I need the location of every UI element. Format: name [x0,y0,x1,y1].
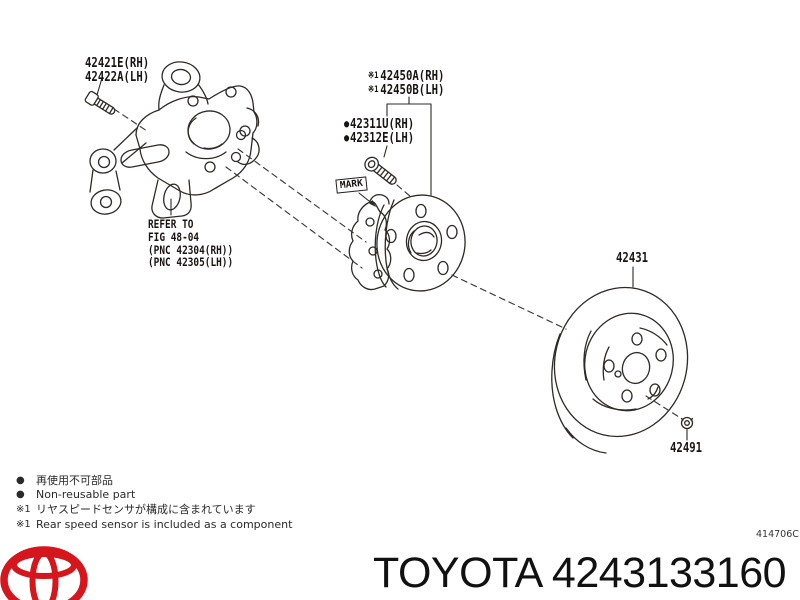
disc-drawing [551,286,689,454]
leader-lines [96,77,688,441]
label-hub-assembly-rh: 42450A(RH) [380,69,445,84]
mark-arrowhead [369,200,376,207]
legend: ● 再使用不可部品 ● Non-reusable part ※1 リヤスピードセ… [16,473,292,531]
knuckle-bolt-drawing [84,90,116,115]
legend-text: Rear speed sensor is included as a compo… [36,517,293,531]
bullet-icon: ● [16,474,25,486]
legend-row-sensor-en: ※1 Rear speed sensor is included as a co… [16,517,292,532]
label-hub-assembly-lh: 42450B(LH) [380,82,445,98]
note-ref-icon: ※1 [16,503,31,515]
refer-note-line4: (PNC 42305(LH)) [148,255,234,270]
part-number: 4243133160 [551,549,787,597]
label-knuckle-bolt-lh: 42422A(LH) [85,69,150,85]
label-disc: 42431 [616,251,649,266]
legend-row-sensor-jp: ※1 リヤスピードセンサが構成に含まれています [16,502,292,517]
refer-note-line1: REFER TO [148,217,194,231]
note-ref-icon: ※1 [16,518,31,530]
legend-row-non-reusable-jp: ● 再使用不可部品 [16,473,292,488]
label-hub-bolt-rh: 42311U(RH) [350,117,415,132]
hub-bolt-drawing [364,156,397,185]
refer-note-line2: FIG 48-04 [148,229,200,244]
label-knuckle-bolt: 42421E(RH) 42422A(LH) [85,57,149,84]
toyota-logo-icon [0,546,88,600]
label-hub-bolt: ●42311U(RH) ●42312E(LH) [344,118,414,145]
legend-text: リヤスピードセンサが構成に含まれています [36,503,256,517]
legend-row-non-reusable-en: ● Non-reusable part [16,488,292,503]
non-reusable-bullet: ● [344,118,350,130]
legend-text: Non-reusable part [36,488,136,502]
hub-drawing [348,193,466,292]
refer-note-line3: (PNC 42304(RH)) [148,242,234,257]
knuckle-drawing [89,61,260,219]
axis-dashed-lines [113,108,680,418]
refer-note: REFER TO FIG 48-04 (PNC 42304(RH)) (PNC … [148,218,233,269]
label-knuckle-bolt-rh: 42421E(RH) [85,56,150,71]
label-hub-bolt-lh: 42312E(LH) [350,130,415,146]
footer-title: TOYOTA 4243133160 [373,549,787,598]
brand-name: TOYOTA [373,549,541,597]
bullet-icon: ● [16,489,25,501]
legend-text: 再使用不可部品 [36,474,113,488]
non-reusable-bullet: ● [344,131,350,144]
doc-code: 414706C [756,529,799,540]
nut-drawing [680,416,694,430]
note-ref-symbol: ※1 [368,84,379,95]
note-ref-symbol: ※1 [368,71,379,81]
label-nut: 42491 [670,441,703,456]
